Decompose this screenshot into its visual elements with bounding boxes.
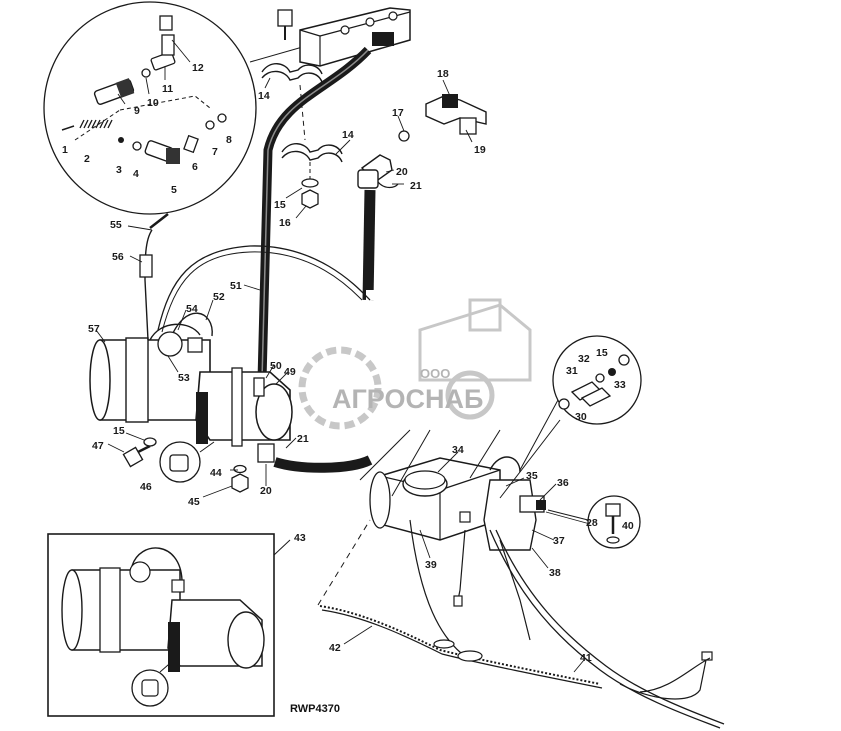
callout-49: 49 [284,366,296,378]
callout-labels: 1 2 3 4 5 6 7 8 9 10 11 12 14 14 15 15 1… [62,62,634,664]
callout-16: 16 [279,217,291,229]
callout-1: 1 [62,144,68,156]
callout-43: 43 [294,532,306,544]
callout-40: 40 [622,520,634,532]
ring-7-part [205,120,215,130]
detail-circle-clamp-parts [519,335,642,471]
fitting-9-part [93,78,135,105]
callout-32: 32 [578,353,590,365]
figure-reference-code: RWP4370 [290,703,340,715]
callout-6: 6 [192,161,198,173]
callout-14-lower: 14 [342,129,354,141]
elbow-5-part [144,140,180,164]
callout-37: 37 [553,535,565,547]
callout-53: 53 [178,372,190,384]
callout-15-upper: 15 [274,199,286,211]
ring-4-part [132,141,142,151]
spring-2-part [79,119,113,129]
callout-4: 4 [133,168,139,180]
reservoir-assembly-38 [369,456,546,551]
callout-34: 34 [452,444,464,456]
nut-16-part [301,189,319,209]
callout-15-detail: 15 [596,347,608,359]
callout-2: 2 [84,153,90,165]
callout-9: 9 [134,105,140,117]
callout-17: 17 [392,107,404,119]
detail-circle-46 [159,441,215,483]
callout-10: 10 [147,97,159,109]
terminal-cables [149,245,371,357]
callout-41: 41 [580,652,592,664]
clip-21-upper [377,181,399,189]
callout-50: 50 [270,360,282,372]
bolt-47-part [122,444,151,468]
callout-52: 52 [213,291,225,303]
callout-30: 30 [575,411,587,423]
valve-bolt [277,9,293,27]
callout-35: 35 [526,470,538,482]
nut-45-part [231,473,249,493]
inset-box-43 [47,533,291,717]
callout-31: 31 [566,365,578,377]
callout-21-lower: 21 [297,433,309,445]
callout-12: 12 [192,62,204,74]
washer-44-part [233,464,247,474]
callout-55: 55 [110,219,122,231]
wire-harness-41 [409,519,725,729]
callout-57: 57 [88,323,100,335]
watermark-brand: АГРОСНАБ [332,384,483,414]
cap-12-part [159,15,173,31]
elbow-20-upper [357,154,393,189]
washer-15-lower-part [143,437,157,447]
callout-7: 7 [212,146,218,158]
ring-8-part [217,113,227,123]
callout-20-lower: 20 [260,485,272,497]
callout-33: 33 [614,379,626,391]
callout-38: 38 [549,567,561,579]
plug-6-part [183,134,199,154]
pin-1-part [61,125,75,131]
clamp-14-lower [281,143,343,163]
callout-5: 5 [171,184,177,196]
callout-46: 46 [140,481,152,493]
callout-14-upper: 14 [258,90,270,102]
callout-44: 44 [210,467,222,479]
callout-47: 47 [92,440,104,452]
callout-3: 3 [116,164,122,176]
callout-11: 11 [162,83,173,95]
valve-block [277,7,411,67]
detail-circle-valve-parts [43,1,307,215]
ring-17-part [398,130,410,142]
callout-51: 51 [230,280,242,292]
callout-28: 28 [586,517,598,529]
callout-45: 45 [188,496,200,508]
callout-19: 19 [474,144,486,156]
watermark-prefix: ООО [420,366,450,381]
detail-circle-40 [547,495,641,549]
callout-8: 8 [226,134,232,146]
tee-fitting-18 [425,94,487,135]
washer-15-part [301,178,319,188]
cable-56 [139,213,169,341]
callout-36: 36 [557,477,569,489]
washer-10-part [141,68,151,78]
pump-motor-57 [89,337,293,463]
callout-56: 56 [112,251,124,263]
callout-leaders [95,39,591,673]
callout-18: 18 [437,68,449,80]
clamp-14-upper [261,63,323,83]
watermark-logo: ООО АГРОСНАБ [298,298,532,430]
callout-39: 39 [425,559,437,571]
hydraulic-hoses [257,46,378,473]
callout-42: 42 [329,642,341,654]
wire-harness-42 [319,605,603,689]
callout-20-upper: 20 [396,166,408,178]
callout-54: 54 [186,303,198,315]
ball-3-part [118,137,124,143]
callout-15-lower: 15 [113,425,125,437]
callout-21-upper: 21 [410,180,422,192]
